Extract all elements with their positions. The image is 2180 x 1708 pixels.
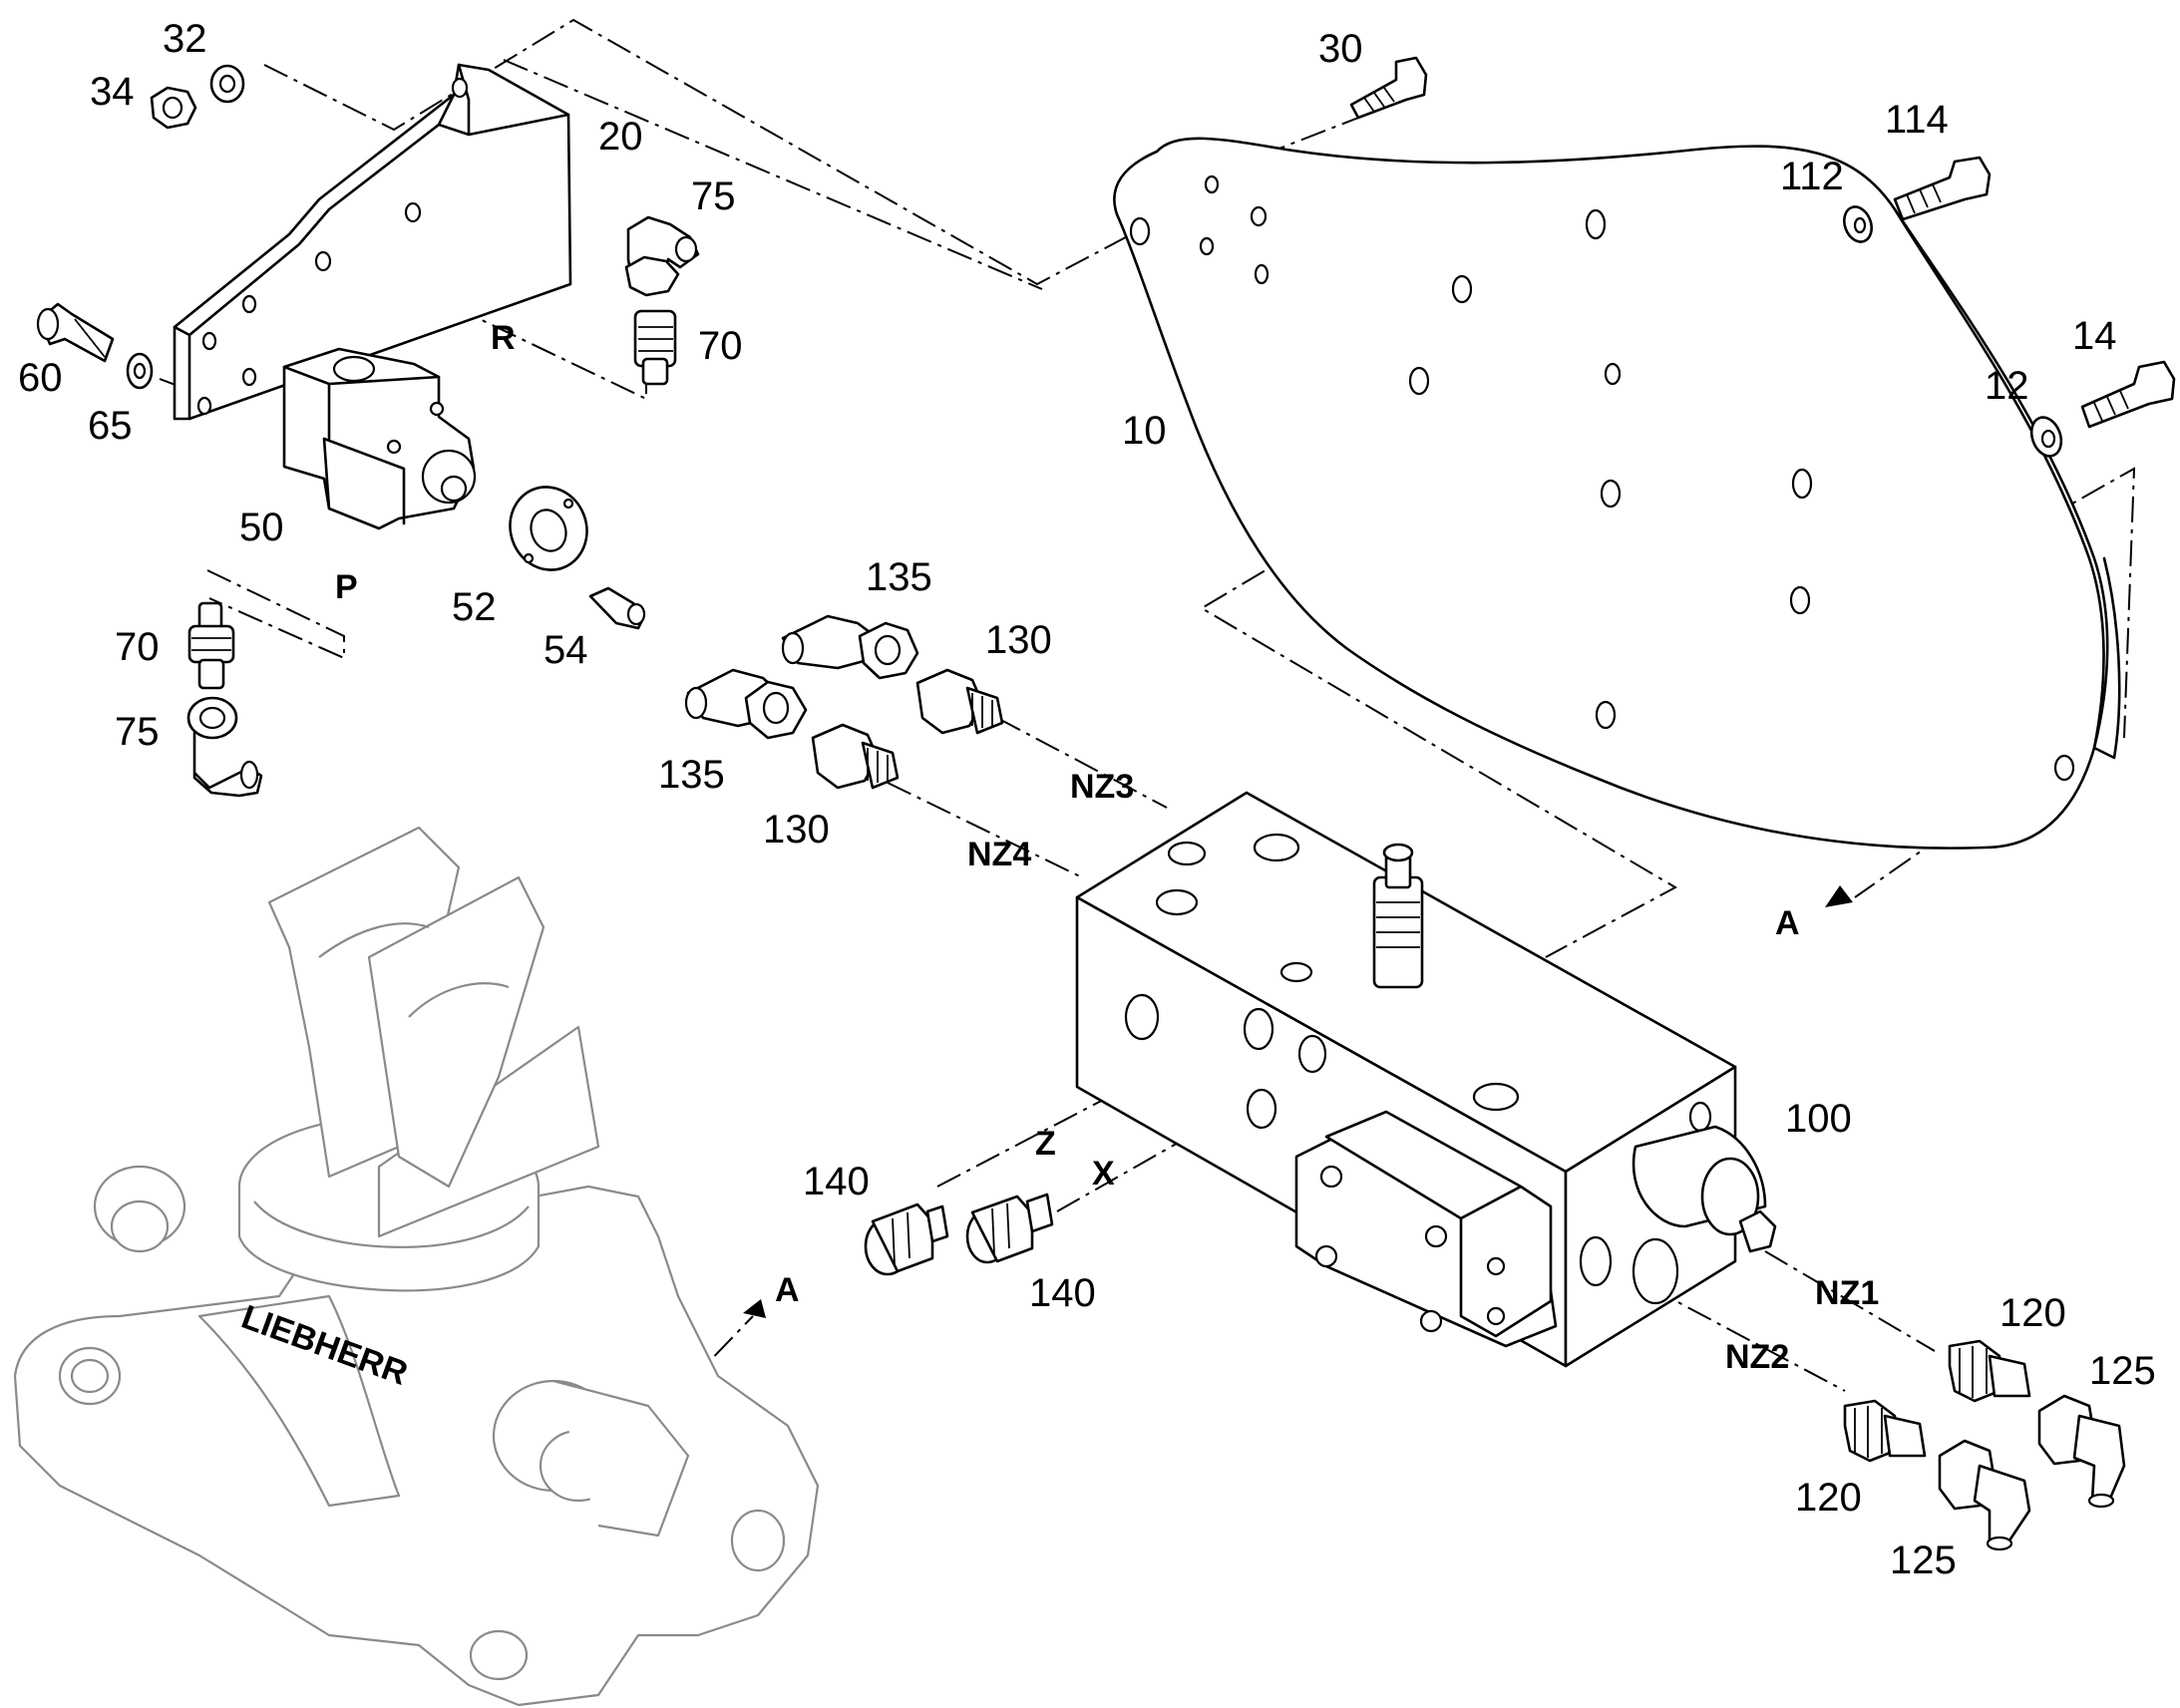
plate-hole xyxy=(1254,263,1270,285)
port-label-x: X xyxy=(1092,1155,1115,1193)
callout-120: 120 xyxy=(1795,1476,1862,1520)
callout-75: 75 xyxy=(115,710,160,754)
callout-30: 30 xyxy=(1318,27,1363,71)
elbow-fitting xyxy=(186,696,263,798)
elbow-fitting xyxy=(2037,1394,2126,1509)
plate-hole xyxy=(1791,468,1813,500)
callout-12: 12 xyxy=(1985,364,2029,408)
elbow-fitting xyxy=(781,614,919,680)
plate-hole xyxy=(1204,174,1220,194)
callout-125: 125 xyxy=(1890,1538,1957,1582)
bolt xyxy=(1349,56,1428,120)
control-valve-block xyxy=(1075,791,1777,1368)
nipple-fitting xyxy=(1948,1339,2031,1403)
valve-block xyxy=(282,347,477,530)
plate-hole xyxy=(1789,585,1811,615)
callout-114: 114 xyxy=(1885,98,1949,142)
port-label-r: R xyxy=(491,319,516,357)
bolt xyxy=(1893,156,1992,221)
callout-50: 50 xyxy=(239,506,284,549)
callout-112: 112 xyxy=(1780,155,1844,198)
callout-70: 70 xyxy=(698,324,743,368)
plate-hole xyxy=(2053,754,2075,782)
callout-140: 140 xyxy=(1029,1271,1096,1315)
callout-32: 32 xyxy=(163,17,207,61)
callout-135: 135 xyxy=(658,753,725,797)
plate-hole xyxy=(1250,205,1268,227)
callout-100: 100 xyxy=(1785,1097,1852,1141)
flange xyxy=(509,486,588,571)
callout-135: 135 xyxy=(866,555,932,599)
port-label-nz1: NZ1 xyxy=(1815,1274,1879,1312)
plate-hole xyxy=(1585,208,1607,240)
nipple-fitting xyxy=(965,1193,1054,1264)
nipple-fitting xyxy=(633,309,677,386)
port-label-nz2: NZ2 xyxy=(1725,1338,1789,1376)
washer xyxy=(1843,205,1873,243)
nipple-fitting xyxy=(187,601,235,690)
port-label-nz3: NZ3 xyxy=(1070,768,1134,806)
nipple-fitting xyxy=(811,723,900,790)
elbow-fitting xyxy=(624,215,700,297)
bracket-hole xyxy=(201,331,217,351)
washer xyxy=(209,64,245,104)
nipple-fitting xyxy=(915,668,1004,735)
port-label-nz4: NZ4 xyxy=(967,836,1031,873)
callout-60: 60 xyxy=(18,356,63,400)
callout-54: 54 xyxy=(544,628,588,672)
view-arrow-a xyxy=(1825,885,1853,907)
plate-hole xyxy=(1595,700,1617,730)
bracket-hole xyxy=(241,294,257,314)
callout-20: 20 xyxy=(598,115,643,159)
callout-52: 52 xyxy=(452,585,497,629)
port-label-z: Z xyxy=(1035,1125,1056,1163)
bolt xyxy=(2080,360,2176,429)
bracket-hole xyxy=(314,250,332,272)
bracket xyxy=(173,63,572,421)
mounting-plate xyxy=(1113,137,2121,850)
callout-130: 130 xyxy=(763,808,830,852)
nipple-fitting xyxy=(1843,1399,1927,1463)
callout-140: 140 xyxy=(803,1160,870,1203)
callout-120: 120 xyxy=(1999,1291,2066,1335)
callout-125: 125 xyxy=(2089,1349,2156,1393)
view-marker-a: A xyxy=(1775,904,1800,942)
bracket-hole xyxy=(451,77,469,99)
bolt xyxy=(36,302,115,363)
view-marker-a: A xyxy=(775,1271,800,1309)
nipple-fitting xyxy=(864,1202,949,1276)
plate-hole xyxy=(1451,274,1473,304)
plate-hole xyxy=(1600,479,1622,509)
elbow-fitting xyxy=(684,668,808,740)
plate-hole xyxy=(1129,216,1151,246)
callout-75: 75 xyxy=(691,174,736,218)
callout-10: 10 xyxy=(1122,409,1167,453)
rotator-assembly-view: LIEBHERR xyxy=(13,826,820,1707)
callout-65: 65 xyxy=(88,404,133,448)
elbow-fitting xyxy=(1938,1439,2031,1551)
screw xyxy=(588,586,646,630)
bracket-hole xyxy=(404,201,422,223)
view-arrow-a xyxy=(743,1299,766,1318)
callout-34: 34 xyxy=(90,70,135,114)
nut xyxy=(150,86,197,130)
plate-hole xyxy=(1199,236,1215,256)
washer xyxy=(126,352,154,390)
callout-130: 130 xyxy=(985,618,1052,662)
plate-hole xyxy=(1408,366,1430,396)
bracket-hole xyxy=(241,367,257,387)
callout-70: 70 xyxy=(115,625,160,669)
bracket-hole xyxy=(196,396,212,416)
callout-14: 14 xyxy=(2072,314,2117,358)
washer xyxy=(2029,416,2063,458)
port-label-p: P xyxy=(335,568,358,606)
plate-hole xyxy=(1604,362,1622,386)
